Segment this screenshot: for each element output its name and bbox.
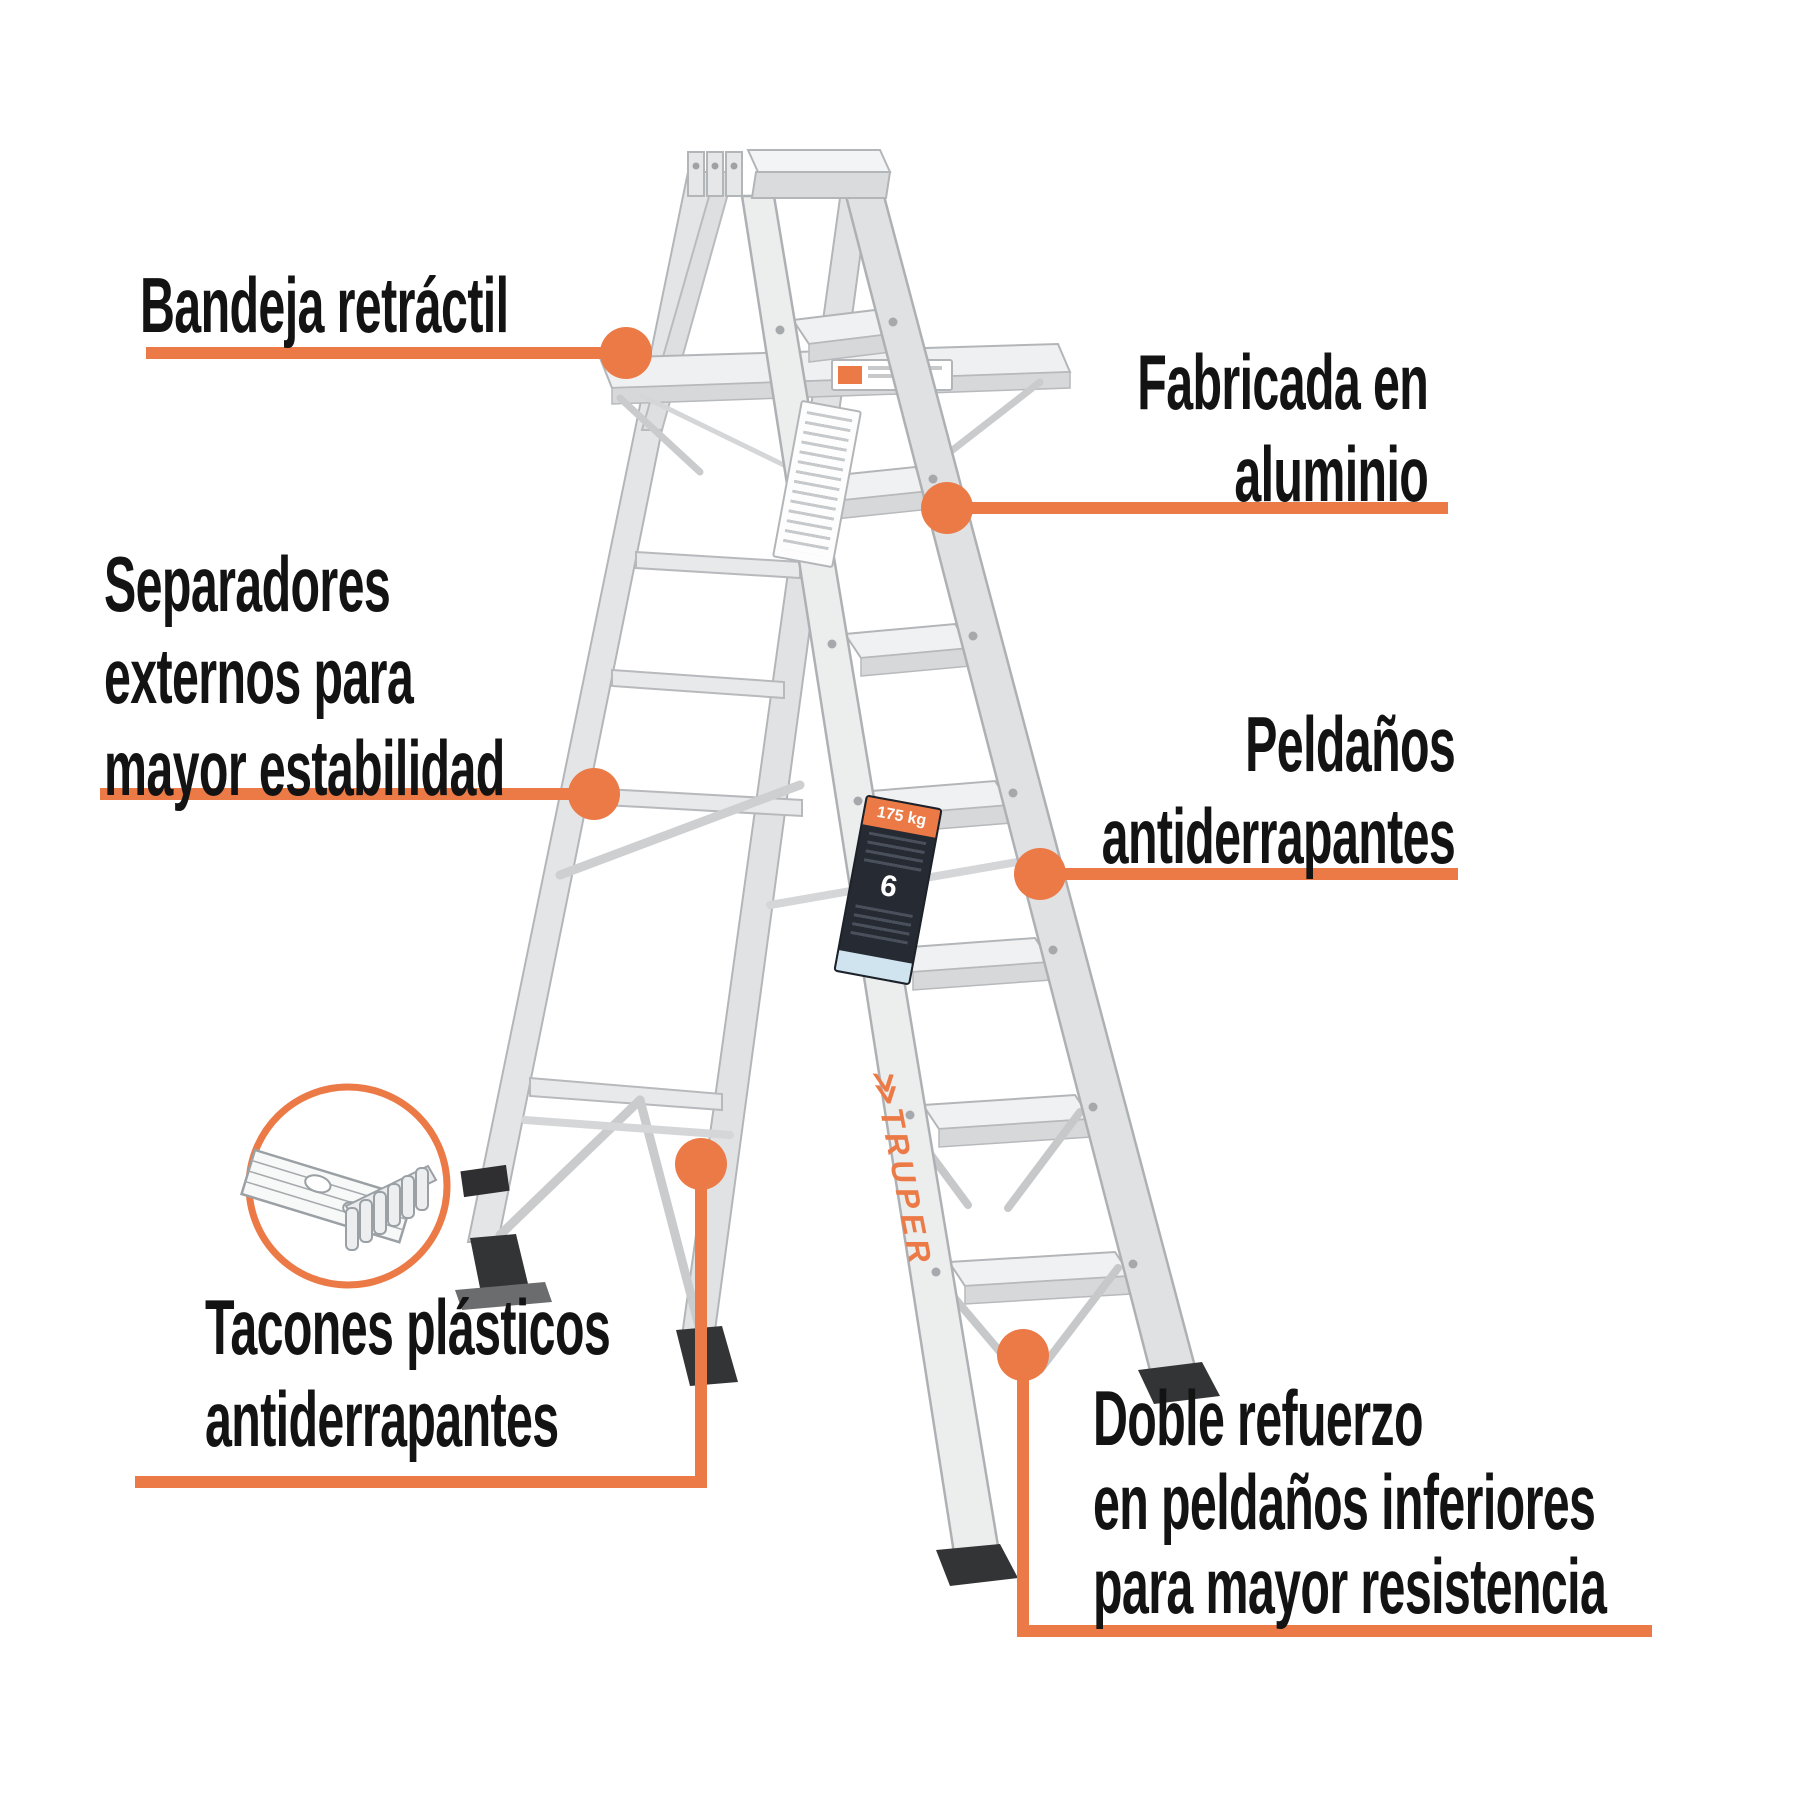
anchor-dot-tacones	[675, 1138, 727, 1190]
rear-truss	[495, 1095, 645, 1240]
anchor-dot-separadores	[568, 768, 620, 820]
rear-brace	[635, 550, 801, 580]
callout-peldanos: Peldaños antiderrapantes	[1101, 698, 1455, 882]
top-cap	[687, 149, 892, 199]
tray-arm	[638, 392, 792, 471]
anchor-dot-peldanos	[1014, 848, 1066, 900]
tray-arm	[616, 394, 704, 476]
rear-right-foot	[676, 1326, 738, 1386]
callout-tacones-line: Tacones plásticos	[205, 1283, 611, 1371]
callout-bandeja: Bandeja retráctil	[140, 259, 509, 351]
callout-separadores: Separadores externos para mayor estabili…	[104, 538, 505, 814]
rear-brace	[529, 1076, 723, 1112]
front-left-foot	[936, 1544, 1018, 1586]
callout-peldanos-line: Peldaños	[1244, 700, 1456, 788]
callout-fabricada-line: aluminio	[1234, 430, 1428, 518]
rear-brace	[611, 668, 785, 700]
front-right-foot	[1138, 1362, 1220, 1404]
anchor-dot-doble	[997, 1329, 1049, 1381]
steps	[791, 308, 1133, 1305]
rear-foot-bracket	[460, 1164, 510, 1198]
leader-line-peldanos	[1045, 868, 1458, 880]
truper-logo-icon: ≫	[865, 1066, 908, 1106]
callout-doble-line: Doble refuerzo	[1093, 1374, 1424, 1462]
foot-detail-inset	[239, 1083, 451, 1289]
callout-tacones: Tacones plásticos antiderrapantes	[205, 1281, 611, 1465]
inset-rail-hole	[304, 1174, 332, 1194]
callout-doble-line: para mayor resistencia	[1093, 1542, 1607, 1630]
leader-line-doble-v	[1017, 1358, 1029, 1637]
callout-fabricada-line: Fabricada en	[1137, 338, 1429, 426]
callout-separadores-line: Separadores	[104, 540, 391, 628]
callout-peldanos-line: antiderrapantes	[1101, 792, 1455, 880]
callout-fabricada: Fabricada en aluminio	[1137, 336, 1429, 520]
callout-separadores-line: mayor estabilidad	[104, 724, 505, 812]
rear-left-foot	[470, 1234, 530, 1298]
leader-line-tacones-h	[135, 1476, 707, 1488]
leader-line-doble-h	[1017, 1625, 1652, 1637]
callout-doble-line: en peldaños inferiores	[1093, 1458, 1596, 1546]
anchor-dot-fabricada	[921, 482, 973, 534]
callout-doble: Doble refuerzo en peldaños inferiores pa…	[1093, 1374, 1607, 1630]
tray-arm	[946, 378, 1044, 456]
rear-left-foot-pad	[455, 1282, 552, 1310]
tray-sticker-logo	[838, 366, 862, 384]
callout-tacones-line: antiderrapantes	[205, 1375, 559, 1463]
leader-line-bandeja	[146, 347, 604, 359]
leader-line-separadores	[100, 788, 592, 800]
spreader-diagonal	[555, 780, 805, 880]
leader-line-tacones-v	[695, 1170, 707, 1488]
callout-bandeja-line: Bandeja retráctil	[140, 261, 509, 349]
leader-line-fabricada	[952, 502, 1448, 514]
rear-truss	[521, 1116, 734, 1139]
callout-separadores-line: externos para	[104, 632, 414, 720]
spec-label-text-lines	[849, 904, 913, 949]
inset-cap-ribs	[345, 1167, 429, 1251]
rear-truss	[635, 1095, 705, 1335]
anchor-dot-bandeja	[600, 327, 652, 379]
